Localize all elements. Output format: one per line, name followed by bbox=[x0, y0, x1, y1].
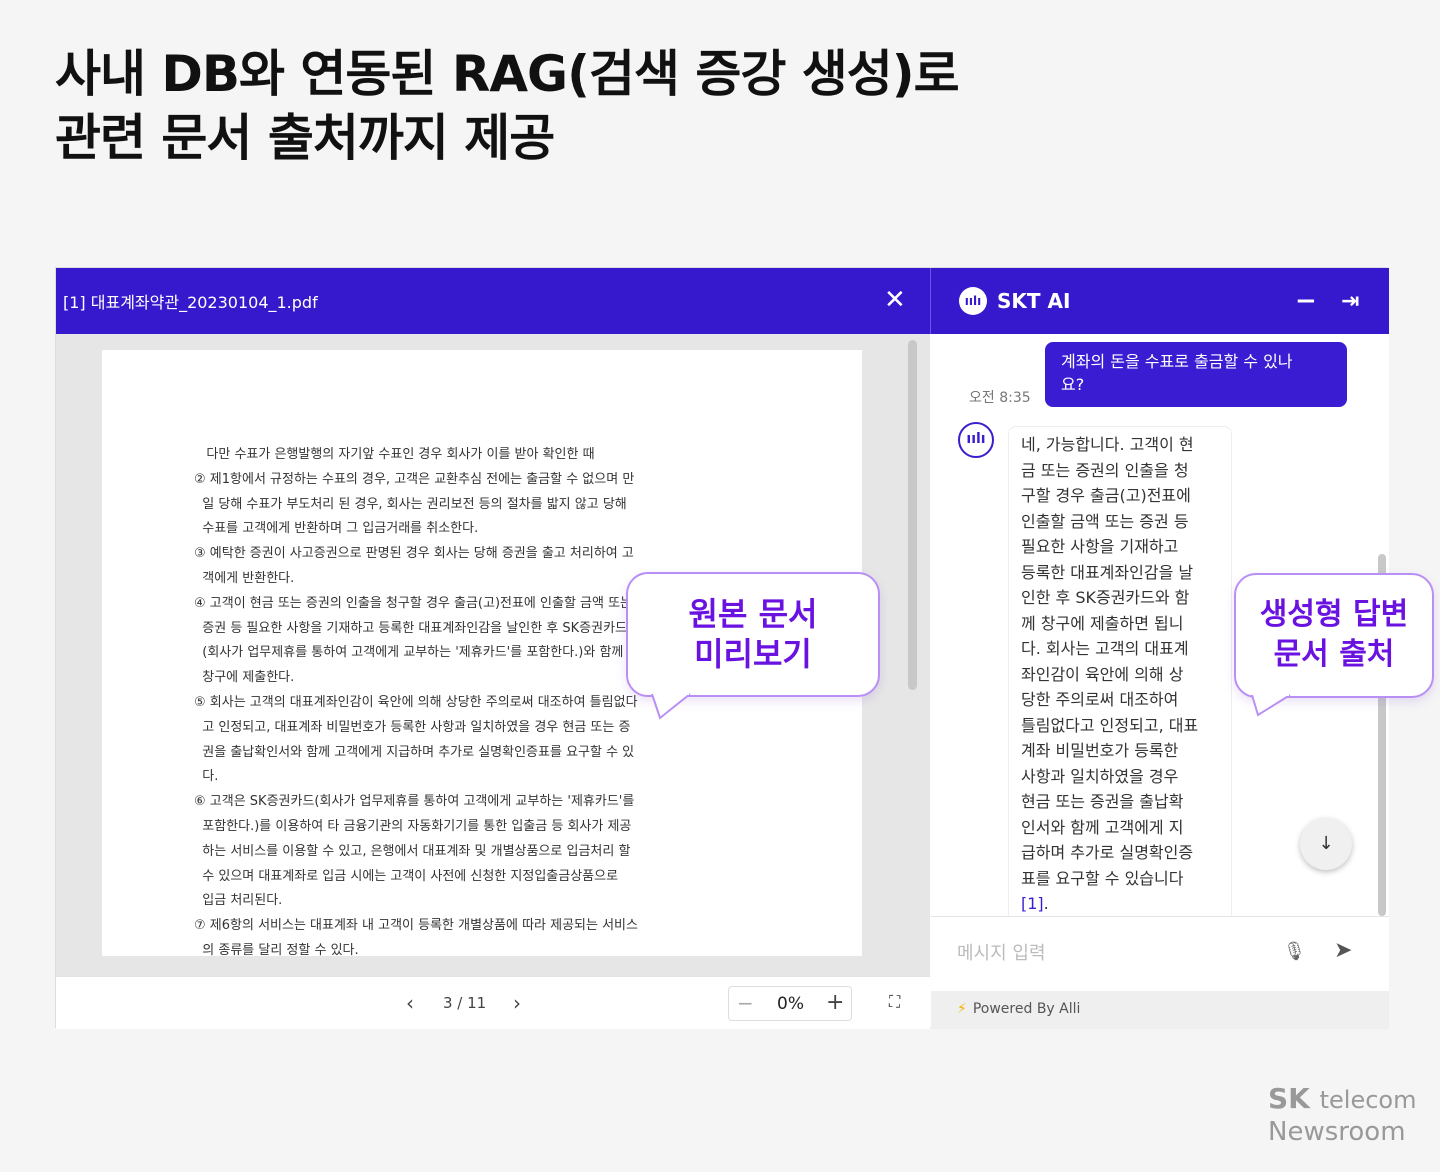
zoom-in-button[interactable]: + bbox=[826, 990, 845, 1015]
pdf-text-line: ④ 고객이 현금 또는 증권의 인출을 청구할 경우 출금(고)전표에 인출할 … bbox=[194, 595, 633, 611]
powered-by: ⚡︎ Powered By Alli bbox=[931, 991, 1389, 1029]
pdf-text-line: 포함한다.)를 이용하여 타 금융기관의 자동화기기를 통한 입출금 등 회사가… bbox=[194, 818, 632, 834]
headline: 사내 DB와 연동된 RAG(검색 증강 생성)로 관련 문서 출처까지 제공 bbox=[55, 42, 960, 170]
arrow-down-icon: ↓ bbox=[1318, 833, 1334, 854]
powered-by-text: Powered By Alli bbox=[972, 1001, 1081, 1017]
bot-avatar-icon: ıılı bbox=[958, 422, 994, 458]
pdf-text-line: 의 종류를 달리 정할 수 있다. bbox=[194, 942, 359, 956]
doc-file-title: [1] 대표계좌약관_20230104_1.pdf bbox=[63, 293, 318, 312]
sk-telecom-newsroom-logo: SK telecom Newsroom bbox=[1268, 1082, 1417, 1148]
exit-icon[interactable]: ⇥ bbox=[1341, 288, 1360, 314]
bot-message: 네, 가능합니다. 고객이 현 금 또는 증권의 인출을 청 구할 경우 출금(… bbox=[1008, 426, 1232, 916]
pdf-text-line: 다. bbox=[194, 769, 219, 785]
zoom-value: 0% bbox=[777, 994, 804, 1014]
pdf-text-line: ② 제1항에서 규정하는 수표의 경우, 고객은 교환추심 전에는 출금할 수 … bbox=[194, 471, 635, 487]
microphone-icon[interactable]: 🎙︎ bbox=[1283, 941, 1306, 962]
scroll-down-button[interactable]: ↓ bbox=[1300, 818, 1352, 870]
send-icon[interactable]: ➤ bbox=[1334, 938, 1353, 963]
pdf-text-line: (회사가 업무제휴를 통하여 고객에게 교부하는 '제휴카드'를 포함한다.)와… bbox=[194, 645, 624, 661]
close-icon[interactable]: ✕ bbox=[884, 285, 906, 315]
citation-link[interactable]: [1] bbox=[1021, 894, 1044, 913]
pdf-text-line: ⑥ 고객은 SK증권카드(회사가 업무제휴를 통하여 고객에게 교부하는 '제휴… bbox=[194, 794, 635, 810]
skt-ai-logo-icon: ıılı bbox=[959, 287, 987, 315]
pdf-text-line: 일 당해 수표가 부도처리 된 경우, 회사는 권리보전 등의 절차를 밟지 않… bbox=[194, 496, 627, 512]
callout-original-preview: 원본 문서 미리보기 bbox=[626, 572, 880, 697]
next-page-button[interactable]: › bbox=[513, 991, 521, 1015]
fullscreen-icon[interactable]: ⛶ bbox=[889, 992, 901, 1011]
pdf-text-line: 객에게 반환한다. bbox=[194, 570, 295, 586]
bot-message-text: 네, 가능합니다. 고객이 현 금 또는 증권의 인출을 청 구할 경우 출금(… bbox=[1021, 435, 1199, 888]
zoom-out-button[interactable]: − bbox=[737, 991, 754, 1015]
pdf-text-line: ⑤ 회사는 고객의 대표계좌인감이 육안에 의해 상당한 주의로써 대조하여 틀… bbox=[194, 694, 638, 710]
prev-page-button[interactable]: ‹ bbox=[406, 991, 414, 1015]
doc-viewer-header: [1] 대표계좌약관_20230104_1.pdf bbox=[56, 268, 930, 334]
headline-line-1: 사내 DB와 연동된 RAG(검색 증강 생성)로 bbox=[55, 45, 960, 103]
pdf-text-line: ③ 예탁한 증권이 사고증권으로 판명된 경우 회사는 당해 증권을 출고 처리… bbox=[194, 546, 634, 562]
callout-tail bbox=[651, 692, 691, 720]
callout-line: 미리보기 bbox=[694, 635, 812, 673]
pdf-text: 다만 수표가 은행발행의 자기앞 수표인 경우 회사가 이를 받아 확인한 때 ②… bbox=[194, 443, 638, 956]
message-input[interactable]: 메시지 입력 🎙︎ ➤ bbox=[931, 916, 1389, 991]
callout-answer-source: 생성형 답변 문서 출처 bbox=[1234, 573, 1434, 698]
chat-scrollbar[interactable] bbox=[1378, 554, 1386, 916]
callout-line: 생성형 답변 bbox=[1259, 597, 1409, 632]
pdf-text-line: 수 있으며 대표계좌로 입금 시에는 고객이 사전에 신청한 지정입출금상품으로 bbox=[194, 868, 619, 884]
callout-tail bbox=[1251, 693, 1291, 717]
pdf-text-line: 고 인정되고, 대표계좌 비밀번호가 등록한 사항과 일치하였을 경우 현금 또… bbox=[194, 719, 631, 735]
page-indicator: 3 / 11 bbox=[443, 994, 487, 1012]
message-time: 오전 8:35 bbox=[969, 390, 1031, 406]
message-placeholder: 메시지 입력 bbox=[957, 943, 1046, 964]
headline-line-2: 관련 문서 출처까지 제공 bbox=[55, 109, 555, 167]
pdf-text-line: 증권 등 필요한 사항을 기재하고 등록한 대표계좌인감을 날인한 후 SK증권… bbox=[194, 620, 627, 636]
user-message: 계좌의 돈을 수표로 출금할 수 있나 요? bbox=[1045, 342, 1347, 407]
callout-line: 원본 문서 bbox=[688, 595, 818, 633]
zoom-control: − 0% + bbox=[728, 986, 852, 1021]
minimize-button[interactable]: − bbox=[1295, 286, 1317, 316]
callout-line: 문서 출처 bbox=[1273, 637, 1395, 672]
divider bbox=[930, 268, 931, 334]
pdf-text-line: 수표를 고객에게 반환하며 그 입금거래를 취소한다. bbox=[194, 521, 479, 537]
pdf-text-line: 입금 처리된다. bbox=[194, 893, 283, 909]
lightning-icon: ⚡︎ bbox=[957, 1001, 967, 1017]
doc-scrollbar[interactable] bbox=[908, 340, 917, 690]
pdf-text-line: ⑦ 제6항의 서비스는 대표계좌 내 고객이 등록한 개별상품에 따라 제공되는… bbox=[194, 918, 638, 934]
doc-toolbar: ‹ 3 / 11 › − 0% + ⛶ bbox=[56, 976, 930, 1029]
chat-title: SKT AI bbox=[997, 289, 1071, 313]
pdf-text-line: 하는 서비스를 이용할 수 있고, 은행에서 대표계좌 및 개별상품으로 입금처… bbox=[194, 843, 631, 859]
pdf-text-line: 권을 출납확인서와 함께 고객에게 지급하며 추가로 실명확인증표를 요구할 수… bbox=[194, 744, 635, 760]
chat-header: ıılı SKT AI − ⇥ bbox=[931, 268, 1389, 334]
pdf-text-line: 다만 수표가 은행발행의 자기앞 수표인 경우 회사가 이를 받아 확인한 때 bbox=[194, 447, 595, 462]
pdf-text-line: 창구에 제출한다. bbox=[194, 670, 295, 686]
